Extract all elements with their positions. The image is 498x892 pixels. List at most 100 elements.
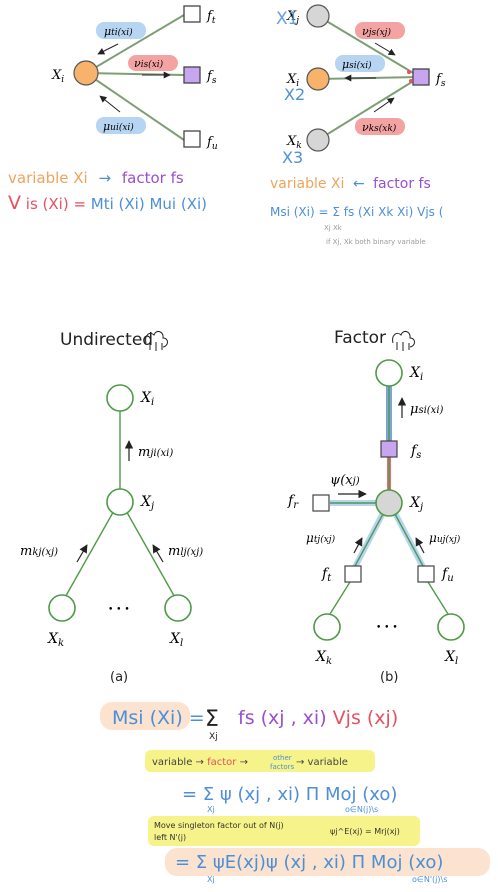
label-fs-b: f xyxy=(410,443,419,459)
svg-text:fs: fs xyxy=(435,72,446,89)
note-variable-xi-right: variable Xi xyxy=(270,176,344,192)
node-xl-a xyxy=(164,594,192,622)
node-xk-b xyxy=(313,613,341,641)
label-xk-b: X xyxy=(315,649,327,665)
heading-factor: Factor xyxy=(334,328,386,348)
svg-text:Xi: Xi xyxy=(140,390,154,408)
svg-text:fs: fs xyxy=(410,443,421,461)
label-xj: X xyxy=(286,9,297,24)
label-xi-a: X xyxy=(140,390,152,406)
top-left-diagram: Xi ft fs fu μti(xi) νis(xi) μui(xi) vari… xyxy=(8,5,218,214)
edge-xi-ft xyxy=(85,14,185,74)
msg-m-lj: m xyxy=(168,544,180,559)
svg-text:Xj: Xj xyxy=(286,9,299,26)
svg-text:Msi (Xi) =: Msi (Xi) = xyxy=(112,707,205,729)
variable-node-xj xyxy=(306,4,330,28)
svg-text:Xj: Xj xyxy=(140,494,154,512)
eq1-lhs: Msi (Xi) = xyxy=(112,707,205,729)
edge-xj-fs xyxy=(317,15,421,78)
eq1-sum-under: Xj xyxy=(209,732,218,742)
svg-text:μuj(xj): μuj(xj) xyxy=(429,531,461,545)
eq1-sum: Σ xyxy=(205,707,219,732)
node-xi-b xyxy=(375,359,403,387)
svg-text:other: other xyxy=(273,754,292,762)
factor-node-ft xyxy=(183,5,201,23)
node-xl-b xyxy=(437,613,465,641)
variable-node-xk xyxy=(306,128,330,152)
svg-text:Xk: Xk xyxy=(47,631,64,649)
message-pill-is xyxy=(128,55,178,71)
svg-text:fu: fu xyxy=(206,135,218,152)
label-fu: f xyxy=(206,135,214,150)
svg-text:νis(xi): νis(xi) xyxy=(134,57,164,70)
label-xl-b: X xyxy=(444,649,456,665)
dots-b: • • • xyxy=(376,623,398,633)
msg-mu-uj: μ xyxy=(429,531,437,545)
svg-text:mji(xi): mji(xi) xyxy=(138,445,173,460)
label-ft-b: f xyxy=(321,566,330,582)
msg-m-ji: m xyxy=(138,445,150,460)
svg-text:factors: factors xyxy=(270,763,295,771)
hand-label-x2: X2 xyxy=(284,85,305,104)
note-msi-under: Xj Xk xyxy=(324,224,343,232)
svg-text:Move singleton factor out of N: Move singleton factor out of N(j) xyxy=(154,821,284,830)
svg-text:μsi(xi): μsi(xi) xyxy=(342,58,372,71)
msg-mu-si: μ xyxy=(410,402,418,417)
caption-b: (b) xyxy=(380,670,398,685)
svg-text:→ variable: → variable xyxy=(296,757,348,768)
label-xl-a: X xyxy=(169,631,181,647)
dots-a: • • • xyxy=(108,605,130,615)
label-fs-right: f xyxy=(435,72,443,87)
hand-label-x1: X1 xyxy=(276,9,298,29)
factor-node-fs xyxy=(183,66,201,84)
svg-text:fs: fs xyxy=(206,69,217,86)
svg-text:μui(xi): μui(xi) xyxy=(103,120,134,133)
svg-text:ψ(xj): ψ(xj) xyxy=(330,473,360,488)
panel-b-factor: Factor Xi fs Xj fr ft fu Xk Xl xyxy=(287,328,465,685)
eq1-factor: fs (xj , xi) xyxy=(238,707,333,729)
label-xi: X xyxy=(51,68,62,83)
svg-text:νks(xk): νks(xk) xyxy=(362,121,397,134)
svg-text:μti(xi): μti(xi) xyxy=(104,25,133,38)
label-xk: X xyxy=(286,134,297,149)
svg-text:variable Xi ← fact: variable Xi ← factor fs xyxy=(270,176,431,192)
svg-text:Xj: Xj xyxy=(207,805,215,814)
svg-text:V is (Xi) = Mti (: V is (Xi) = Mti (Xi) Mui (Xi) xyxy=(8,192,207,214)
label-fs: f xyxy=(206,69,214,84)
edge-xj-xk-a xyxy=(62,499,121,602)
svg-text:variable Xi → fact: variable Xi → factor fs xyxy=(8,169,184,187)
label-xi-right: X xyxy=(286,72,297,87)
note-binary: if Xj, Xk both binary variable xyxy=(326,238,426,246)
heading-undirected: Undirected xyxy=(60,330,153,350)
svg-text:νjs(xj): νjs(xj) xyxy=(362,25,391,38)
eq1-message: Vjs (xj) xyxy=(333,707,399,729)
svg-text:Xk: Xk xyxy=(315,649,332,667)
derivation: Msi (Xi) = Σ Xj fs (xj , xi) Vjs (xj) va… xyxy=(100,702,490,884)
msg-m-kj: m xyxy=(20,544,32,559)
svg-text:left N'(j): left N'(j) xyxy=(154,833,186,842)
highlight-eq1 xyxy=(100,702,190,730)
message-pill-ti xyxy=(96,22,146,39)
svg-text:Xk: Xk xyxy=(286,134,302,151)
label-fr-b: f xyxy=(287,493,296,509)
node-xi-a xyxy=(106,384,134,412)
caption-a: (a) xyxy=(110,670,128,685)
svg-text:Xi: Xi xyxy=(409,365,423,383)
svg-text:μtj(xj): μtj(xj) xyxy=(306,531,336,545)
label-xk-a: X xyxy=(47,631,59,647)
svg-text:fr: fr xyxy=(287,493,299,511)
factor-ft-b xyxy=(344,565,362,583)
svg-text:Xj: Xj xyxy=(409,495,423,513)
svg-text:Xi: Xi xyxy=(51,68,64,85)
note-variable-xi: variable Xi xyxy=(8,169,88,187)
svg-text:ψj^E(xj) = Mrj(xj): ψj^E(xj) = Mrj(xj) xyxy=(330,827,400,836)
variable-node-xi xyxy=(73,60,99,86)
variable-node-xi-right xyxy=(306,67,330,91)
svg-text:mkj(xj): mkj(xj) xyxy=(20,544,58,559)
svg-text:mlj(xj): mlj(xj) xyxy=(168,544,203,559)
svg-text:fu: fu xyxy=(441,566,454,584)
message-pill-ks xyxy=(355,118,405,135)
highlight-yellow-2 xyxy=(148,816,420,846)
label-ft: f xyxy=(206,9,214,24)
